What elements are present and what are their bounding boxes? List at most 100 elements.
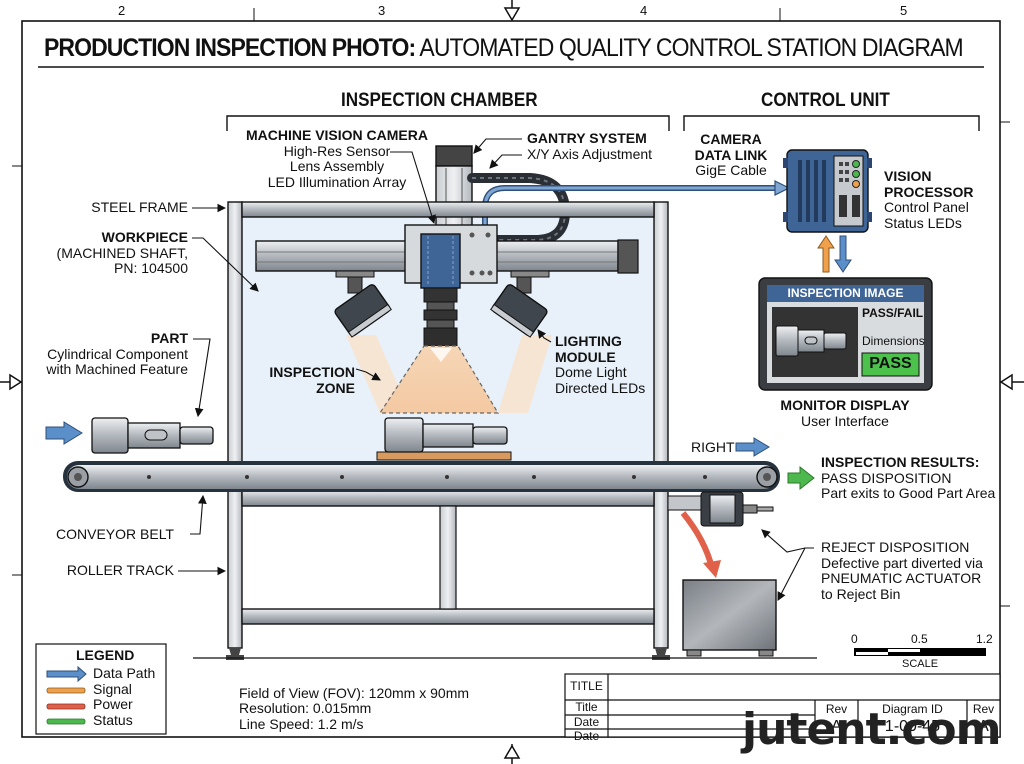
part-line: with Machined Feature <box>46 361 188 378</box>
title-block-rev-value-2: A <box>978 718 989 735</box>
inspection-zone <box>378 345 500 414</box>
pneumatic-actuator <box>667 491 774 527</box>
title-block-diagram-id-value: 1-00-45 <box>884 718 941 735</box>
title-block <box>564 673 1001 738</box>
gantry-callout-sub: X/Y Axis Adjustment <box>527 145 653 162</box>
page-title: PRODUCTION INSPECTION PHOTO: AUTOMATED Q… <box>44 34 964 62</box>
light-beam-right <box>498 335 552 413</box>
roller-track-label: ROLLER TRACK <box>66 562 174 578</box>
scale-tick-0: 0 <box>851 632 858 646</box>
lighting-module-right <box>490 276 548 338</box>
steel-frame-label: STEEL FRAME <box>91 199 188 215</box>
section-title-control-unit: CONTROL UNIT <box>761 90 890 111</box>
column-marker-3: 3 <box>378 3 386 18</box>
title-block-header: TITLE <box>570 679 603 693</box>
part-line: Cylindrical Component <box>47 345 188 362</box>
incoming-part <box>45 417 214 454</box>
workpiece-shaft <box>376 417 512 461</box>
lighting-line: Directed LEDs <box>555 380 646 397</box>
processor-title-2: PROCESSOR <box>884 183 974 200</box>
results-line-1: PASS DISPOSITION <box>821 469 952 486</box>
legend-label-signal: Signal <box>93 681 132 697</box>
center-mark-top-icon <box>503 7 521 22</box>
pass-arrow-icon <box>787 465 815 491</box>
workpiece-line: (MACHINED SHAFT, <box>56 244 188 261</box>
legend-swatch-data-path <box>46 665 87 683</box>
control-unit-bracket <box>683 115 980 131</box>
reject-line: to Reject Bin <box>821 586 901 603</box>
direction-right-arrow-icon <box>735 437 770 457</box>
lighting-line: Dome Light <box>555 364 627 381</box>
data-link-title-1: CAMERA <box>700 131 762 147</box>
legend-title: LEGEND <box>76 647 135 663</box>
vision-processor <box>783 149 872 233</box>
column-marker-5: 5 <box>900 3 908 18</box>
legend-label-power: Power <box>93 696 133 712</box>
legend-label-status: Status <box>93 712 133 728</box>
title-block-row-date: Date <box>573 715 600 729</box>
machine-vision-camera <box>404 224 498 347</box>
legend-box <box>35 643 167 735</box>
data-arrow-icon <box>834 235 852 273</box>
camera-callout: MACHINE VISION CAMERA High-Res Sensor Le… <box>242 127 432 191</box>
legend-swatch-status <box>46 718 86 725</box>
inspection-chamber-bracket <box>226 115 670 131</box>
camera-callout-line: Lens Assembly <box>289 158 385 175</box>
legend-label-data-path: Data Path <box>93 665 156 681</box>
signal-arrow-icon <box>817 235 835 273</box>
lighting-title-1: LIGHTING <box>555 333 622 349</box>
results-title: INSPECTION RESULTS: <box>821 454 980 470</box>
center-mark-bottom-icon <box>503 744 521 759</box>
scale-label: SCALE <box>902 658 939 670</box>
data-link-title-2: DATA LINK <box>694 146 768 163</box>
conveyor-belt-label: CONVEYOR BELT <box>56 526 174 542</box>
workpiece-callout: WORKPIECE (MACHINED SHAFT, PN: 104500 <box>40 229 188 277</box>
scale-tick-0-5: 0.5 <box>911 632 928 646</box>
monitor-title: MONITOR DISPLAY <box>780 397 910 413</box>
workpiece-title: WORKPIECE <box>101 229 188 245</box>
page-title-rest: AUTOMATED QUALITY CONTROL STATION DIAGRA… <box>415 34 963 62</box>
data-link-sub: GigE Cable <box>695 162 767 179</box>
monitor-callout: MONITOR DISPLAY User Interface <box>770 397 920 429</box>
camera-callout-title: MACHINE VISION CAMERA <box>245 127 428 143</box>
inspection-zone-label: INSPECTION ZONE <box>255 364 355 396</box>
legend-swatch-power <box>46 703 86 710</box>
direction-right-label: RIGHT <box>691 439 735 455</box>
monitor-pass-fail-label: PASS/FAIL <box>862 306 924 320</box>
lighting-callout: LIGHTING MODULE Dome Light Directed LEDs <box>555 333 646 397</box>
gantry-callout-title: GANTRY SYSTEM <box>527 130 647 146</box>
reject-bin <box>682 579 777 657</box>
workpiece-line: PN: 104500 <box>114 260 188 277</box>
processor-title-1: VISION <box>884 168 932 184</box>
monitor-dimensions-label: Dimensions <box>862 334 925 348</box>
steel-frame <box>226 201 670 660</box>
monitor-status-badge: PASS <box>869 355 912 372</box>
inspection-zone-line-2: ZONE <box>316 379 355 396</box>
title-block-rev-value: A <box>831 718 842 735</box>
page-title-bold: PRODUCTION INSPECTION PHOTO: <box>44 34 416 62</box>
inspection-zone-line-1: INSPECTION <box>269 364 355 380</box>
title-block-diagram-id-label: Diagram ID <box>882 702 943 716</box>
processor-callout: VISION PROCESSOR Control Panel Status LE… <box>884 168 974 232</box>
processor-line: Control Panel <box>884 199 969 216</box>
center-mark-right-icon <box>999 373 1013 391</box>
processor-line: Status LEDs <box>884 215 962 232</box>
reject-title: REJECT DISPOSITION <box>821 539 970 555</box>
column-marker-4: 4 <box>640 3 648 18</box>
spec-fov: Field of View (FOV): 120mm x 90mm <box>239 685 470 701</box>
center-mark-left-icon <box>9 373 23 391</box>
title-block-rev-label-2: Rev <box>972 702 995 716</box>
reject-line: PNEUMATIC ACTUATOR <box>821 570 982 587</box>
scale-bar <box>854 648 986 656</box>
reject-callout: REJECT DISPOSITION Defective part divert… <box>821 539 983 603</box>
part-title: PART <box>150 330 188 346</box>
results-line-2: Part exits to Good Part Area <box>821 485 996 502</box>
watermark: jutent.com <box>742 704 1002 755</box>
section-title-inspection-chamber: INSPECTION CHAMBER <box>341 90 538 111</box>
title-block-row-date: Date <box>573 729 600 743</box>
inspection-results-callout: INSPECTION RESULTS: PASS DISPOSITION Par… <box>821 454 996 502</box>
reject-line: Defective part diverted via <box>821 554 983 571</box>
title-block-rev-label: Rev <box>825 702 848 716</box>
